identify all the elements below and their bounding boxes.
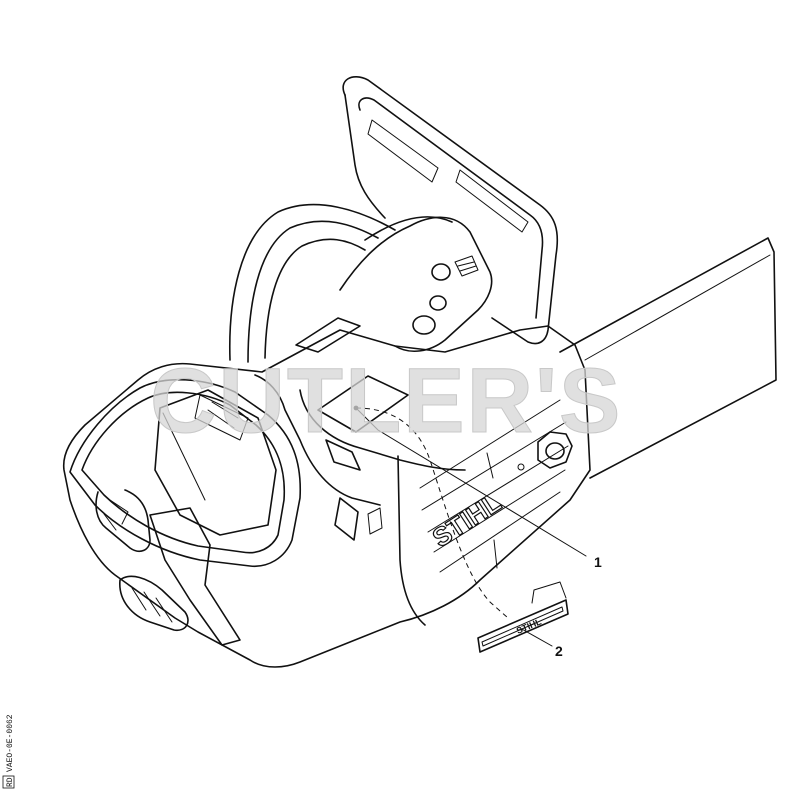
drawing-code-box-text: RD — [6, 777, 15, 787]
leader-lines — [355, 407, 587, 647]
top-handle — [228, 203, 396, 363]
leader-line-1 — [355, 407, 587, 557]
watermark-text: CUTLER'S — [150, 350, 622, 452]
drawing-code-box — [2, 775, 15, 789]
front-housing — [69, 378, 302, 646]
sprocket-cover-nut — [517, 431, 573, 471]
motor-housing — [62, 317, 591, 668]
callout-number-1: 1 — [594, 554, 602, 570]
guide-bar — [559, 237, 777, 479]
decal-sticker: STIHL — [477, 581, 569, 653]
decal-location-dashed-line — [355, 407, 509, 619]
callout-number-2: 2 — [555, 643, 563, 659]
hand-guard — [342, 76, 559, 345]
housing-details — [325, 439, 498, 569]
drawing-code: VAEO-0E-0062 — [6, 714, 15, 772]
leader-line-2 — [519, 627, 553, 647]
handle-bridge — [339, 216, 493, 353]
